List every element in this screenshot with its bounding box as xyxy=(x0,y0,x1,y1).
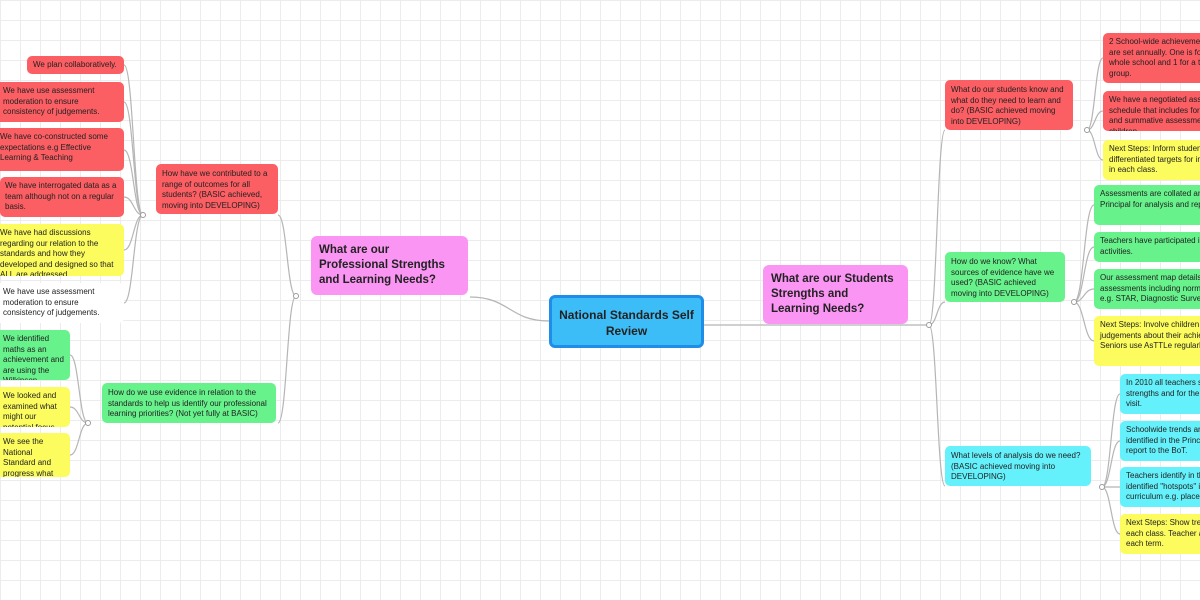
branch-contributed-outcomes[interactable]: How have we contributed to a range of ou… xyxy=(156,164,278,214)
connector-right-leaf-2-3 xyxy=(1073,301,1095,342)
collapse-knob-left-branch-2[interactable] xyxy=(85,420,91,426)
connector-left-leaf-1-5 xyxy=(123,214,144,304)
branch-how-do-we-know[interactable]: How do we know? What sources of evidence… xyxy=(945,252,1065,302)
connector-students-branch-3 xyxy=(928,324,946,487)
leaf-discussions-standards[interactable]: We have had discussions regarding our re… xyxy=(0,224,124,276)
leaf-teachers-identify[interactable]: Teachers identify in their identified "h… xyxy=(1120,467,1200,507)
connector-right-leaf-3-3 xyxy=(1101,486,1121,535)
leaf-next-steps-trends[interactable]: Next Steps: Show trends for each class. … xyxy=(1120,514,1200,554)
leaf-assessment-moderation-text: We have use assessment moderation to ens… xyxy=(3,86,100,116)
connector-students-branch-1 xyxy=(928,129,946,326)
leaf-next-steps-inform[interactable]: Next Steps: Inform students and set diff… xyxy=(1103,140,1200,180)
collapse-knob-right-branch-3[interactable] xyxy=(1099,484,1105,490)
collapse-knob-right-main[interactable] xyxy=(926,322,932,328)
central-topic[interactable]: National Standards Self Review xyxy=(549,295,704,348)
connector-left-leaf-1-1 xyxy=(123,101,144,216)
leaf-identified-maths[interactable]: We identified maths as an achievement an… xyxy=(0,330,70,380)
leaf-assessment-moderation-2-text: We have use assessment moderation to ens… xyxy=(3,287,100,317)
leaf-schoolwide-trends[interactable]: Schoolwide trends are identified in the … xyxy=(1120,421,1200,461)
leaf-teachers-moderation[interactable]: Teachers have participated in moderation… xyxy=(1094,232,1200,262)
leaf-co-constructed[interactable]: We have co-constructed some expectations… xyxy=(0,128,124,171)
leaf-plan-collaboratively[interactable]: We plan collaboratively. xyxy=(27,56,124,74)
leaf-school-wide-targets[interactable]: 2 School-wide achievement targets are se… xyxy=(1103,33,1200,83)
leaf-discussions-standards-text: We have had discussions regarding our re… xyxy=(0,228,114,276)
leaf-assessments-collated[interactable]: Assessments are collated and sent to the… xyxy=(1094,185,1200,225)
leaf-looked-examined[interactable]: We looked and examined what might our po… xyxy=(0,387,70,427)
connector-central-to-professional xyxy=(469,296,550,322)
main-topic-professional[interactable]: What are our Professional Strengths and … xyxy=(311,236,468,295)
connector-right-leaf-1-2 xyxy=(1086,129,1104,161)
connector-professional-branch-2 xyxy=(277,295,297,424)
collapse-knob-right-branch-1[interactable] xyxy=(1084,127,1090,133)
connector-left-leaf-1-0 xyxy=(123,64,144,216)
leaf-next-steps-involve[interactable]: Next Steps: Involve children in making j… xyxy=(1094,316,1200,366)
leaf-national-standard[interactable]: We see the National Standard and progres… xyxy=(0,433,70,477)
connector-left-leaf-1-4 xyxy=(123,214,144,251)
branch-evidence-learning-priorities[interactable]: How do we use evidence in relation to th… xyxy=(102,383,276,423)
connector-right-leaf-3-1 xyxy=(1101,440,1121,488)
leaf-2010-teachers[interactable]: In 2010 all teachers students strengths … xyxy=(1120,374,1200,414)
collapse-knob-right-branch-2[interactable] xyxy=(1071,299,1077,305)
branch-know-learn-do[interactable]: What do our students know and what do th… xyxy=(945,80,1073,130)
leaf-negotiated-assessment[interactable]: We have a negotiated assessment schedule… xyxy=(1103,91,1200,131)
leaf-identified-maths-text: We identified maths as an achievement an… xyxy=(3,334,64,380)
collapse-knob-left-branch-1[interactable] xyxy=(140,212,146,218)
leaf-assessment-map[interactable]: Our assessment map details assessments i… xyxy=(1094,269,1200,309)
collapse-knob-left-main[interactable] xyxy=(293,293,299,299)
connector-professional-branch-1 xyxy=(277,214,297,297)
leaf-co-constructed-text: We have co-constructed some expectations… xyxy=(0,132,108,162)
connector-left-leaf-2-2 xyxy=(69,422,89,456)
leaf-interrogated-data[interactable]: We have interrogated data as a team alth… xyxy=(0,177,124,217)
main-topic-students[interactable]: What are our Students Strengths and Lear… xyxy=(763,265,908,324)
connector-right-leaf-3-0 xyxy=(1101,393,1121,488)
connector-left-leaf-2-0 xyxy=(69,354,89,424)
leaf-looked-examined-text: We looked and examined what might our po… xyxy=(3,391,57,427)
leaf-national-standard-text: We see the National Standard and progres… xyxy=(3,437,54,477)
connector-right-leaf-2-0 xyxy=(1073,204,1095,303)
leaf-assessment-moderation-2[interactable]: We have use assessment moderation to ens… xyxy=(0,283,124,323)
branch-levels-of-analysis[interactable]: What levels of analysis do we need? (BAS… xyxy=(945,446,1091,486)
leaf-assessment-moderation[interactable]: We have use assessment moderation to ens… xyxy=(0,82,124,122)
